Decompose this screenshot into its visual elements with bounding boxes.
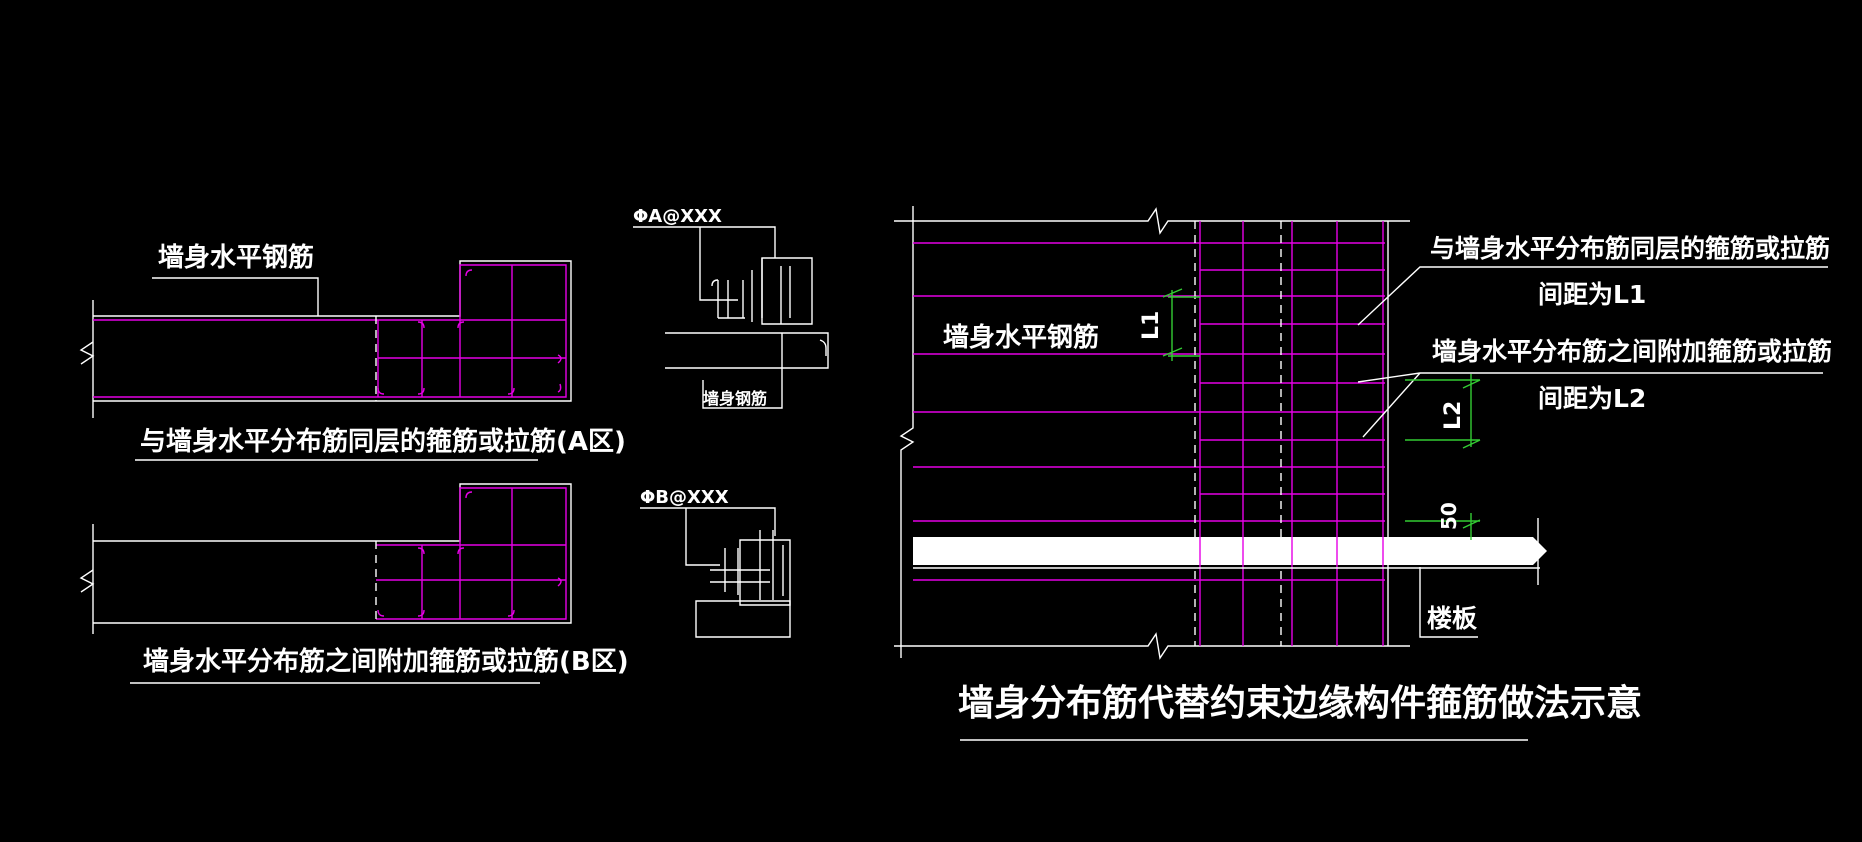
elevation: L1 L2 50 墙身水平钢筋 与墙身水平分布筋同层的箍筋或拉筋 间距为L1 墙… bbox=[894, 206, 1832, 741]
detail-a-spec: ΦA@XXX bbox=[633, 206, 722, 227]
b-caption: 墙身水平分布筋之间附加箍筋或拉筋(B区) bbox=[143, 646, 629, 677]
elevation-wall-bar-label: 墙身水平钢筋 bbox=[943, 322, 1099, 353]
detail-a: ΦA@XXX 墙身钢筋 bbox=[633, 206, 829, 409]
a-caption: 与墙身水平分布筋同层的箍筋或拉筋(A区) bbox=[140, 426, 626, 457]
a-wall-bar-label: 墙身水平钢筋 bbox=[158, 242, 314, 273]
dim-50: 50 bbox=[1437, 502, 1461, 530]
note1-line2: 间距为L1 bbox=[1538, 280, 1646, 309]
note2-line2: 间距为L2 bbox=[1538, 384, 1646, 413]
main-title: 墙身分布筋代替约束边缘构件箍筋做法示意 bbox=[958, 683, 1642, 724]
note2-line1: 墙身水平分布筋之间附加箍筋或拉筋 bbox=[1432, 337, 1832, 366]
detail-a-bar-label: 墙身钢筋 bbox=[703, 389, 767, 408]
note1-line1: 与墙身水平分布筋同层的箍筋或拉筋 bbox=[1430, 234, 1830, 263]
detail-b-spec: ΦB@XXX bbox=[640, 487, 729, 508]
floor-slab-label: 楼板 bbox=[1427, 604, 1477, 633]
plan-a: 墙身水平钢筋 与墙身水平分布筋同层的箍筋或拉筋(A区) bbox=[79, 242, 626, 461]
dim-l1: L1 bbox=[1139, 311, 1164, 340]
plan-b: 墙身水平分布筋之间附加箍筋或拉筋(B区) bbox=[79, 483, 629, 684]
detail-b: ΦB@XXX bbox=[640, 487, 791, 638]
dim-l2: L2 bbox=[1441, 401, 1466, 430]
